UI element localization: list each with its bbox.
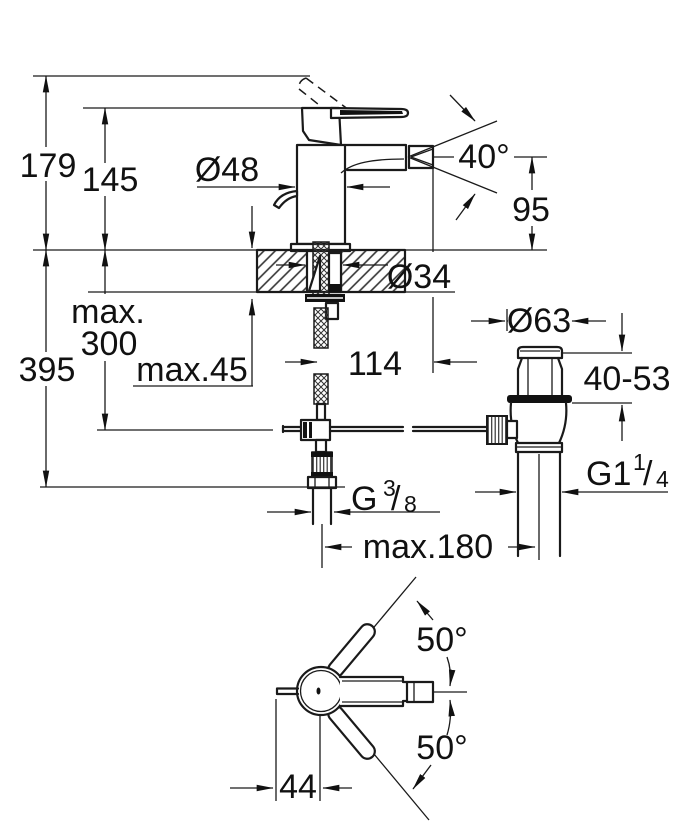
label-backgrounds: [14, 142, 571, 804]
logo-mark: [316, 687, 321, 695]
g114-sub: 4: [656, 466, 669, 492]
dim-label-max45: max.45: [136, 351, 248, 389]
waste-cap: [516, 345, 564, 360]
lever-handle: [329, 106, 410, 120]
mounting-deck: [33, 241, 547, 321]
deck-hatch-right: [341, 251, 405, 291]
g38-sub: 8: [404, 491, 417, 517]
spout: [340, 143, 435, 174]
dim-label-114: 114: [348, 345, 402, 383]
faucet-body: [295, 143, 347, 246]
pop-up-rod-knob: [272, 189, 299, 210]
clamp-wedge: [307, 254, 322, 293]
dim-label-d34: Ø34: [387, 258, 451, 296]
dim-label-95: 95: [512, 191, 550, 229]
dimension-labels: 179 145 Ø48 40° 95 Ø34 max. 300 395 max.…: [19, 138, 671, 806]
body-outline: [295, 665, 347, 717]
dim-label-50-top: 50°: [416, 621, 467, 659]
dim-label-300: 300: [81, 325, 138, 363]
dim-label-d63: Ø63: [507, 302, 571, 340]
g114-slash: /: [643, 455, 653, 493]
dim-label-40-53: 40-53: [584, 360, 671, 398]
dim-label-max180: max.180: [363, 528, 493, 566]
supply-hose: [299, 307, 338, 568]
pop-up-waste: [486, 345, 572, 560]
g38-pipe: [311, 486, 333, 526]
dim-label-g114: G1 1 / 4: [586, 449, 669, 493]
pop-up-rod: [281, 424, 489, 434]
spout-bottom-view: [338, 675, 409, 708]
dim-label-50-bottom: 50°: [416, 729, 467, 767]
dim-label-d48: Ø48: [195, 151, 259, 189]
rod-stub: [275, 687, 300, 696]
g38-base: G: [351, 480, 377, 518]
dim-label-40deg: 40°: [458, 138, 509, 176]
side-view-faucet: [272, 77, 435, 253]
dim-label-g38: G 3 / 8: [351, 475, 417, 518]
g38-sup: 3: [383, 475, 396, 501]
dim-label-179: 179: [20, 147, 77, 185]
waste-gasket: [507, 395, 572, 403]
dim-label-395: 395: [19, 351, 76, 389]
dim-label-44: 44: [279, 768, 317, 806]
bottom-view: [275, 576, 467, 821]
hex-nut: [306, 475, 338, 490]
dim-label-145: 145: [82, 161, 139, 199]
g114-base: G1: [586, 455, 631, 493]
g114-sup: 1: [633, 449, 646, 475]
waste-knurled-knob: [486, 415, 508, 445]
waste-pipe: [516, 450, 562, 558]
g38-slash: /: [391, 480, 401, 518]
dim-label-max: max.: [71, 293, 145, 331]
lever-handle-raised: [298, 77, 350, 121]
deck-hatch-left: [258, 251, 306, 291]
